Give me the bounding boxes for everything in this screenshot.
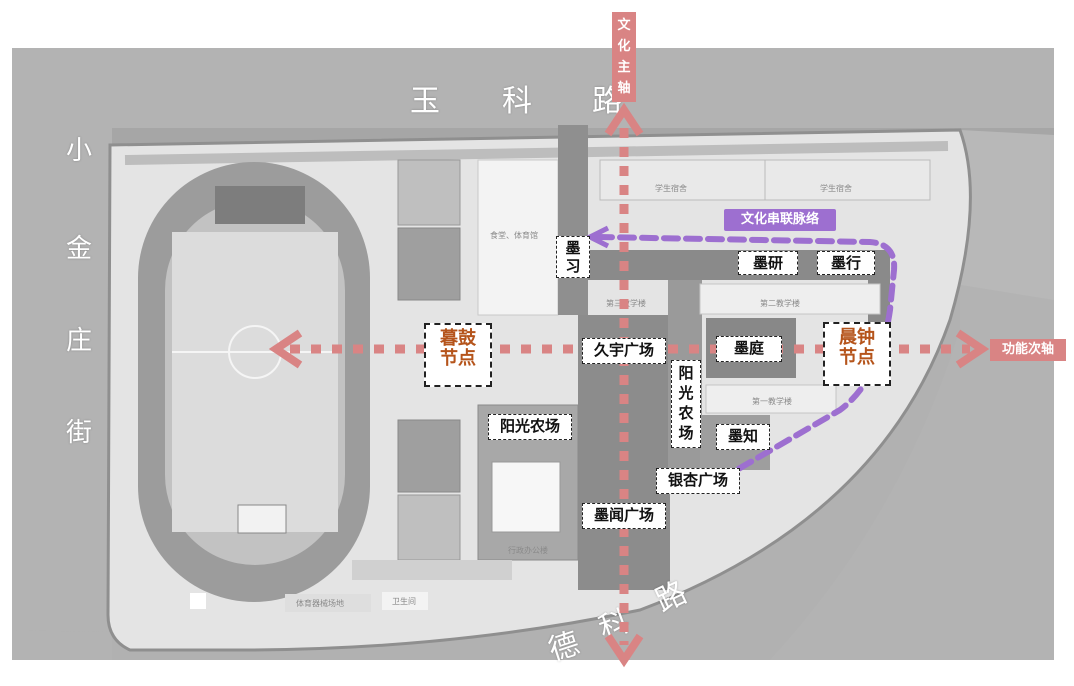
dusk-drum-node-line-2: 节点 xyxy=(440,348,476,369)
sub-axis-arrow-right xyxy=(955,329,990,369)
main-axis-char-3: 主 xyxy=(617,60,631,75)
admin-label: 行政办公楼 xyxy=(508,546,548,555)
ginkgo-square-tag: 银杏广场 xyxy=(656,468,740,494)
morning-bell-node-line-1: 晨钟 xyxy=(839,327,875,348)
dusk-drum-node-line-1: 暮鼓 xyxy=(440,328,476,349)
north-road-char-2: 科 xyxy=(502,84,532,119)
morning-bell-node: 晨钟 节点 xyxy=(823,322,891,386)
main-axis-char-2: 化 xyxy=(617,39,631,54)
toilet-label: 卫生间 xyxy=(392,597,416,606)
moxing-tag: 墨行 xyxy=(817,251,875,275)
cultural-link-arrow xyxy=(584,225,610,249)
morning-bell-node-line-2: 节点 xyxy=(839,347,875,368)
main-axis-arrow-up xyxy=(604,102,644,137)
sunshine-farm-courtyard xyxy=(491,461,561,533)
mowen-square-tag: 墨闻广场 xyxy=(582,503,666,529)
mozhi-tag: 墨知 xyxy=(716,424,770,450)
football-field xyxy=(172,232,338,532)
moting-tag: 墨庭 xyxy=(716,336,782,362)
north-road-char-1: 玉 xyxy=(410,84,440,119)
sunshine-farm-v-char-3: 农 xyxy=(678,404,694,422)
dormitory-label-1: 学生宿舍 xyxy=(655,184,687,193)
north-road xyxy=(12,48,1054,128)
main-axis-arrow-down xyxy=(604,633,644,668)
south-road xyxy=(12,280,1054,660)
dusk-drum-node: 暮鼓 节点 xyxy=(424,323,492,387)
west-road xyxy=(12,48,112,660)
sunshine-farm-v-char-4: 场 xyxy=(678,424,694,442)
sports-area-label: 体育器械场地 xyxy=(296,599,344,608)
sunshine-farm-vertical-tag: 阳 光 农 场 xyxy=(671,360,701,448)
west-road-char-2: 金 xyxy=(66,234,93,264)
sunshine-farm-v-char-1: 阳 xyxy=(678,364,694,382)
west-road-char-1: 小 xyxy=(66,136,93,166)
teaching-building-2 xyxy=(699,283,881,315)
dormitory-label-2: 学生宿舍 xyxy=(820,184,852,193)
teaching-2-label: 第二教学楼 xyxy=(760,299,800,308)
canteen-gym-label: 食堂、体育馆 xyxy=(490,231,538,240)
west-road-char-4: 街 xyxy=(66,418,93,448)
sunshine-farm-tag: 阳光农场 xyxy=(488,414,572,440)
teaching-1-label: 第一教学楼 xyxy=(752,397,792,406)
moyan-tag: 墨研 xyxy=(738,251,798,275)
teaching-building-1 xyxy=(705,384,837,414)
main-axis-char-4: 轴 xyxy=(617,81,631,96)
grandstand xyxy=(215,186,305,224)
cultural-link-path xyxy=(595,234,898,485)
sub-axis-arrow-left xyxy=(268,329,303,369)
moxi-char-2: 习 xyxy=(565,257,581,275)
moxi-char-1: 墨 xyxy=(565,239,581,257)
main-axis-char-1: 文 xyxy=(617,18,631,33)
cultural-main-axis-label: 文 化 主 轴 xyxy=(612,12,636,102)
cultural-link-label: 文化串联脉络 xyxy=(724,209,836,231)
perimeter-trees xyxy=(124,141,949,165)
functional-sub-axis-label: 功能次轴 xyxy=(990,339,1066,361)
west-teaching-wing xyxy=(558,125,588,315)
sunshine-farm-v-char-2: 光 xyxy=(678,384,694,402)
jiuyu-square-tag: 久宇广场 xyxy=(582,338,666,364)
goal-area xyxy=(237,504,287,534)
moxi-tag: 墨 习 xyxy=(556,236,590,278)
west-road-char-3: 庄 xyxy=(66,326,93,356)
